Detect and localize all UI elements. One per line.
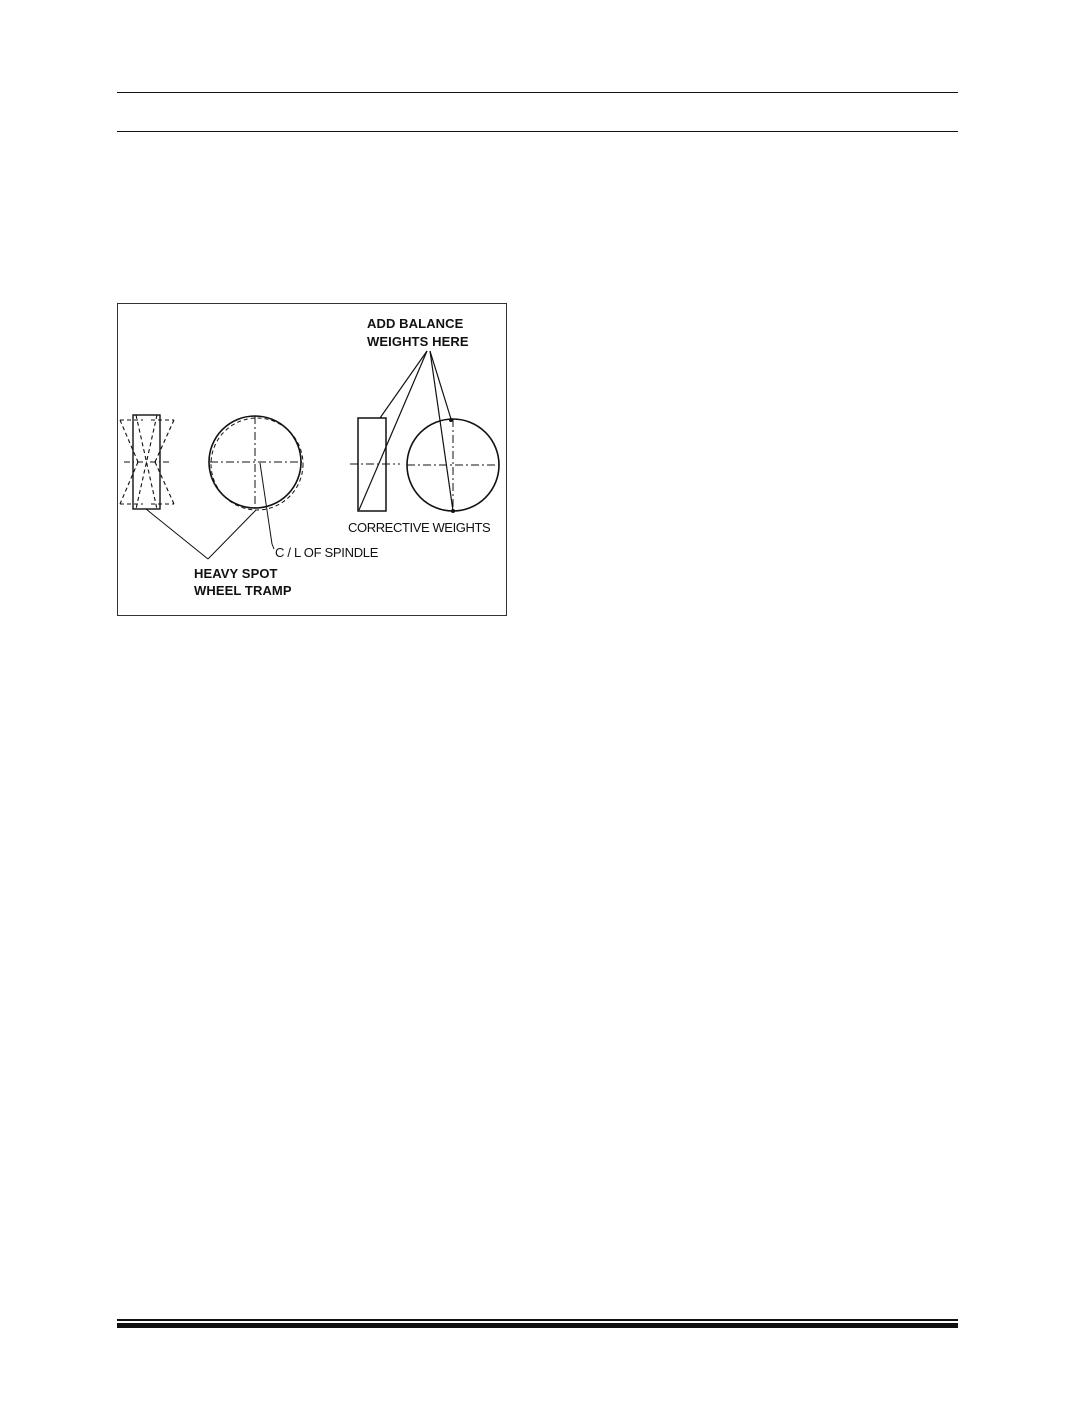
label-add-balance-2: WEIGHTS HERE xyxy=(367,334,469,349)
label-cl-of-spindle: C / L OF SPINDLE xyxy=(275,545,379,560)
label-add-balance-1: ADD BALANCE xyxy=(367,316,464,331)
bottom-weight-dot xyxy=(451,509,455,513)
footer-rule-thin xyxy=(117,1319,958,1321)
wheel-side-view-tramp xyxy=(119,414,175,510)
wheel-wobble-outline xyxy=(119,414,175,510)
wheel-balance-diagram xyxy=(119,350,500,560)
wheel-front-view-tramp xyxy=(208,415,304,511)
balanced-front-circle xyxy=(406,418,500,512)
label-corrective-weights: CORRECTIVE WEIGHTS xyxy=(348,520,491,535)
wheel-front-view-balanced xyxy=(406,418,500,512)
label-wheel-tramp: WHEEL TRAMP xyxy=(194,583,292,598)
wheel-offset-circle xyxy=(210,417,304,511)
label-heavy-spot: HEAVY SPOT xyxy=(194,566,278,581)
wheel-balance-figure: ADD BALANCE WEIGHTS HERE CORRECTIVE WEIG… xyxy=(117,303,507,616)
header-rule-top xyxy=(117,92,958,93)
wheel-side-view-balanced xyxy=(350,417,400,512)
heavy-spot-leaders xyxy=(145,462,275,560)
header-rule-bottom xyxy=(117,131,958,132)
top-weight-dot xyxy=(449,418,453,422)
footer-rule-thick xyxy=(117,1323,958,1328)
balance-weight-leaders xyxy=(358,350,454,512)
